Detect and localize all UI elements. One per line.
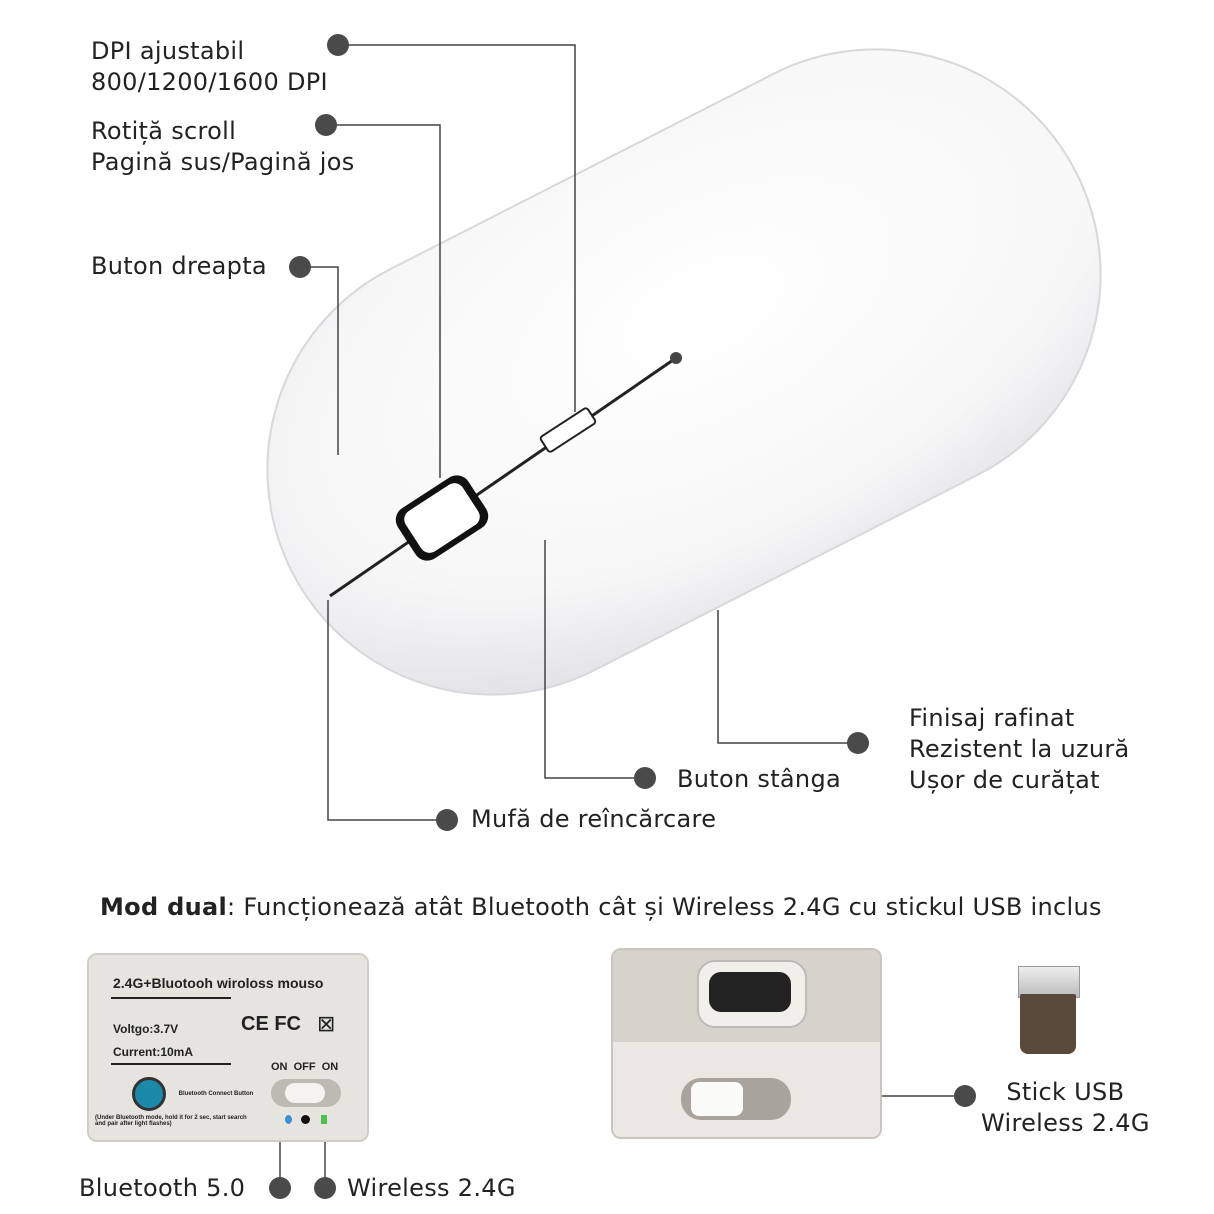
scroll-callout: Rotiță scroll Pagină sus/Pagină jos	[91, 116, 355, 178]
charging-port-callout: Mufă de reîncărcare	[471, 805, 717, 833]
weee-bin-icon: ⊠	[317, 1011, 336, 1036]
finish-line-3: Ușor de curățat	[909, 766, 1100, 794]
certification-marks: CE FC	[241, 1013, 301, 1035]
usb-stick-title: Stick USB	[1006, 1078, 1125, 1106]
right-button-callout: Buton dreapta	[91, 252, 267, 280]
dpi-callout: DPI ajustabil 800/1200/1600 DPI	[91, 36, 328, 98]
bluetooth-connect-button	[132, 1077, 166, 1111]
finish-callout: Finisaj rafinat Rezistent la uzură Ușor …	[909, 703, 1130, 796]
underside-label-photo: 2.4G+Bluotooh wiroloss mouso Voltgo:3.7V…	[87, 953, 369, 1142]
usb-stick-callout: Stick USB Wireless 2.4G	[981, 1077, 1150, 1139]
mouse-body	[266, 48, 1102, 696]
mouse-bottom-photo	[611, 948, 882, 1139]
bluetooth-callout: Bluetooth 5.0	[79, 1174, 246, 1202]
finish-line-1: Finisaj rafinat	[909, 704, 1075, 732]
wireless-callout: Wireless 2.4G	[347, 1174, 516, 1202]
dual-mode-text: Mod dual: Funcționează atât Bluetooth câ…	[100, 892, 1102, 923]
usb-stick-icon	[1014, 966, 1082, 1056]
label-voltage: Voltgo:3.7V	[113, 1022, 179, 1036]
label-current: Current:10mA	[113, 1045, 194, 1059]
dpi-title: DPI ajustabil	[91, 37, 245, 65]
left-button-callout: Buton stânga	[677, 765, 841, 793]
label-title: 2.4G+Bluotooh wiroloss mouso	[113, 975, 324, 991]
dual-mode-desc: : Funcționează atât Bluetooth cât și Wir…	[227, 893, 1102, 921]
dpi-values: 800/1200/1600 DPI	[91, 68, 328, 96]
finish-line-2: Rezistent la uzură	[909, 735, 1130, 763]
dual-mode-label: Mod dual	[100, 893, 227, 921]
bt-button-label: Bluetooth Connect Button	[178, 1091, 254, 1097]
usb-stick-desc: Wireless 2.4G	[981, 1109, 1150, 1137]
seam-end	[670, 352, 682, 364]
scroll-desc: Pagină sus/Pagină jos	[91, 148, 355, 176]
button-seam	[329, 356, 677, 598]
scroll-title: Rotiță scroll	[91, 117, 237, 145]
callout-dots	[269, 34, 976, 1199]
dpi-button-icon	[539, 407, 597, 453]
bt-instructions: (Under Bluetooth mode, hold it for 2 sec…	[95, 1115, 247, 1127]
scroll-wheel-icon	[395, 475, 489, 561]
power-switch	[271, 1079, 341, 1107]
switch-positions: ON OFF ON	[271, 1061, 339, 1073]
optical-sensor-icon	[709, 972, 791, 1012]
